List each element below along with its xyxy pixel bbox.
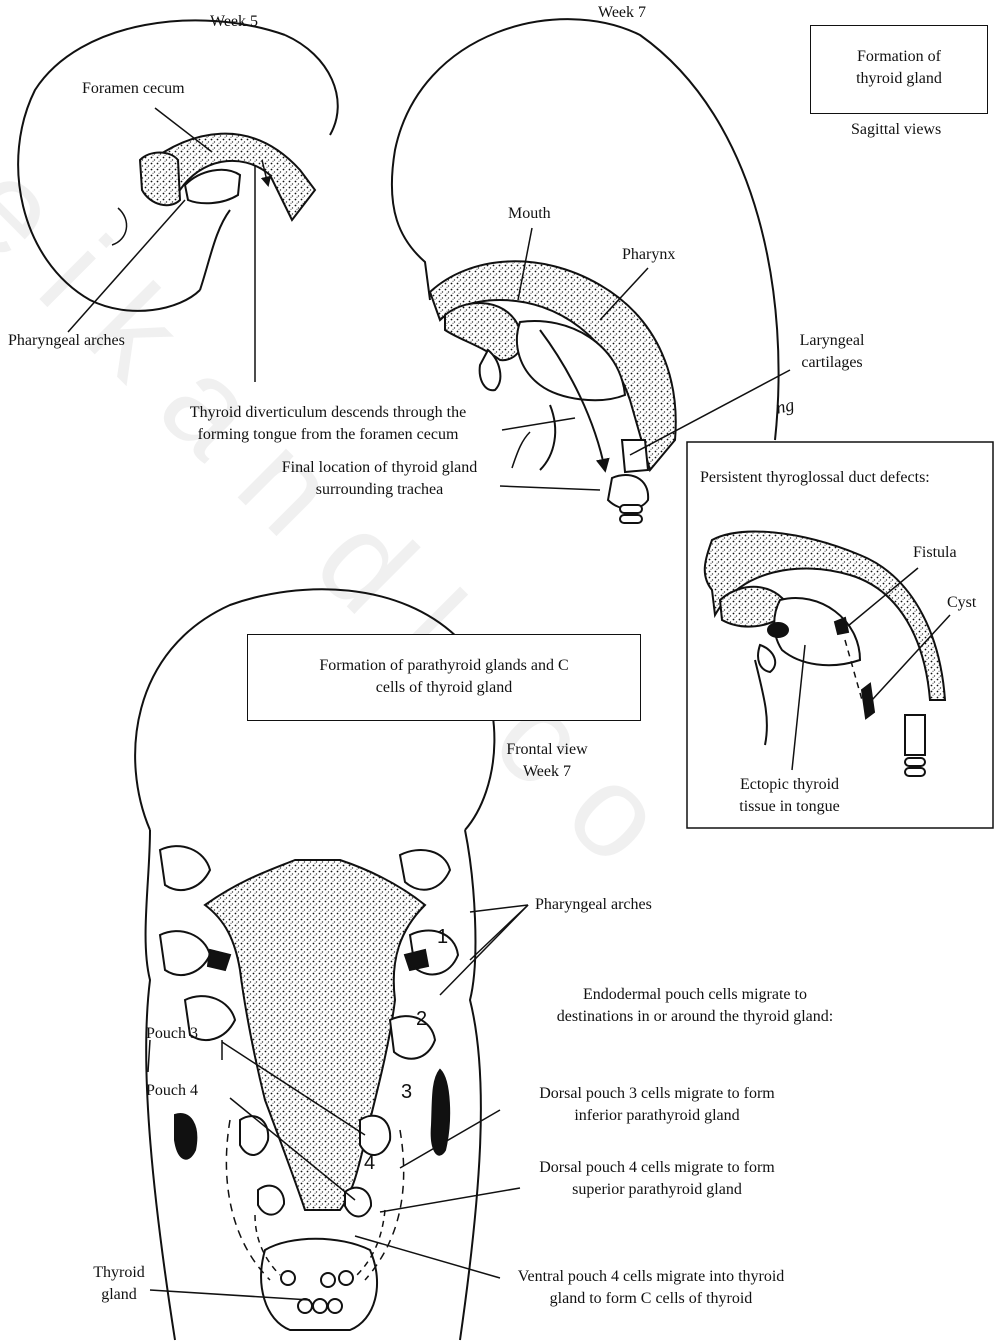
- diverticulum-line2: forming tongue from the foramen cecum: [163, 425, 493, 445]
- frontal-view-label: Frontal view Week 7: [497, 740, 597, 782]
- final-location-label: Final location of thyroid gland surround…: [262, 458, 497, 500]
- pouch4-label: Pouch 4: [146, 1081, 198, 1101]
- artist-signature: ng: [774, 394, 796, 417]
- dorsal3-line1: Dorsal pouch 3 cells migrate to form: [512, 1084, 802, 1104]
- laryngeal-line1: Laryngeal: [792, 331, 872, 351]
- dorsal3-line2: inferior parathyroid gland: [512, 1106, 802, 1126]
- defects-panel-art: [687, 442, 993, 828]
- thyroid-title-box: Formation of thyroid gland: [810, 25, 988, 114]
- arch-number-4: 4: [364, 1152, 375, 1175]
- dorsal-pouch3-label: Dorsal pouch 3 cells migrate to form inf…: [512, 1084, 802, 1126]
- endodermal-line1: Endodermal pouch cells migrate to: [530, 985, 860, 1005]
- parathyroid-title-line1: Formation of parathyroid glands and C: [248, 655, 640, 677]
- week5-embryo: [18, 20, 338, 311]
- endodermal-label: Endodermal pouch cells migrate to destin…: [530, 985, 860, 1027]
- dorsal4-line1: Dorsal pouch 4 cells migrate to form: [512, 1158, 802, 1178]
- laryngeal-cartilages-label: Laryngeal cartilages: [792, 331, 872, 373]
- thyroid-title-line2: thyroid gland: [811, 68, 987, 90]
- defects-title: Persistent thyroglossal duct defects:: [700, 468, 930, 488]
- mouth-label: Mouth: [508, 204, 551, 224]
- thyroid-gland-line1: Thyroid: [80, 1263, 158, 1283]
- ectopic-line2: tissue in tongue: [722, 797, 857, 817]
- pharynx-label: Pharynx: [622, 245, 675, 265]
- pouch3-label: Pouch 3: [146, 1024, 198, 1044]
- ectopic-line1: Ectopic thyroid: [722, 775, 857, 795]
- cyst-label: Cyst: [947, 593, 976, 613]
- diverticulum-label: Thyroid diverticulum descends through th…: [163, 403, 493, 445]
- ventral4-line2: gland to form C cells of thyroid: [492, 1289, 810, 1309]
- thyroid-title-line1: Formation of: [811, 46, 987, 68]
- arch-number-3: 3: [401, 1081, 412, 1104]
- arch-number-2: 2: [416, 1008, 427, 1031]
- ectopic-thyroid-label: Ectopic thyroid tissue in tongue: [722, 775, 857, 817]
- arch-number-1: 1: [437, 926, 448, 949]
- thyroid-gland-label: Thyroid gland: [80, 1263, 158, 1305]
- week7-label: Week 7: [598, 3, 646, 23]
- sagittal-views-label: Sagittal views: [851, 120, 941, 140]
- pharyngeal-arches-label-frontal: Pharyngeal arches: [535, 895, 652, 915]
- frontal-view-line1: Frontal view: [497, 740, 597, 760]
- foramen-cecum-label: Foramen cecum: [82, 79, 185, 99]
- final-location-line2: surrounding trachea: [262, 480, 497, 500]
- week5-label: Week 5: [210, 12, 258, 32]
- dorsal-pouch4-label: Dorsal pouch 4 cells migrate to form sup…: [512, 1158, 802, 1200]
- ventral4-line1: Ventral pouch 4 cells migrate into thyro…: [492, 1267, 810, 1287]
- frontal-view-line2: Week 7: [497, 762, 597, 782]
- diverticulum-line1: Thyroid diverticulum descends through th…: [163, 403, 493, 423]
- final-location-line1: Final location of thyroid gland: [262, 458, 497, 478]
- parathyroid-title-line2: cells of thyroid gland: [248, 677, 640, 699]
- pharyngeal-arches-label-sagittal: Pharyngeal arches: [8, 331, 125, 351]
- fistula-label: Fistula: [913, 543, 957, 563]
- ventral-pouch4-label: Ventral pouch 4 cells migrate into thyro…: [492, 1267, 810, 1309]
- dorsal4-line2: superior parathyroid gland: [512, 1180, 802, 1200]
- parathyroid-title-box: Formation of parathyroid glands and C ce…: [247, 634, 641, 721]
- thyroid-gland-line2: gland: [80, 1285, 158, 1305]
- laryngeal-line2: cartilages: [792, 353, 872, 373]
- endodermal-line2: destinations in or around the thyroid gl…: [530, 1007, 860, 1027]
